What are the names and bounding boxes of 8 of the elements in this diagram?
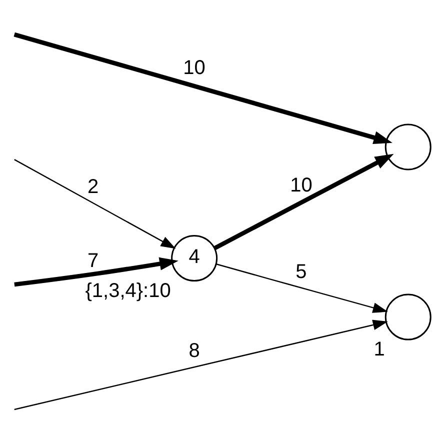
edge-label: 2 xyxy=(87,176,99,198)
edge-label: 10 xyxy=(183,57,206,80)
edge-label: 8 xyxy=(188,340,200,362)
edge-label: 7 xyxy=(87,250,99,272)
node-label: {1,3,4}:10 xyxy=(85,280,171,302)
node-label: 1 xyxy=(374,338,385,361)
edge-label: 5 xyxy=(296,261,307,284)
edge-label: 10 xyxy=(290,174,312,197)
